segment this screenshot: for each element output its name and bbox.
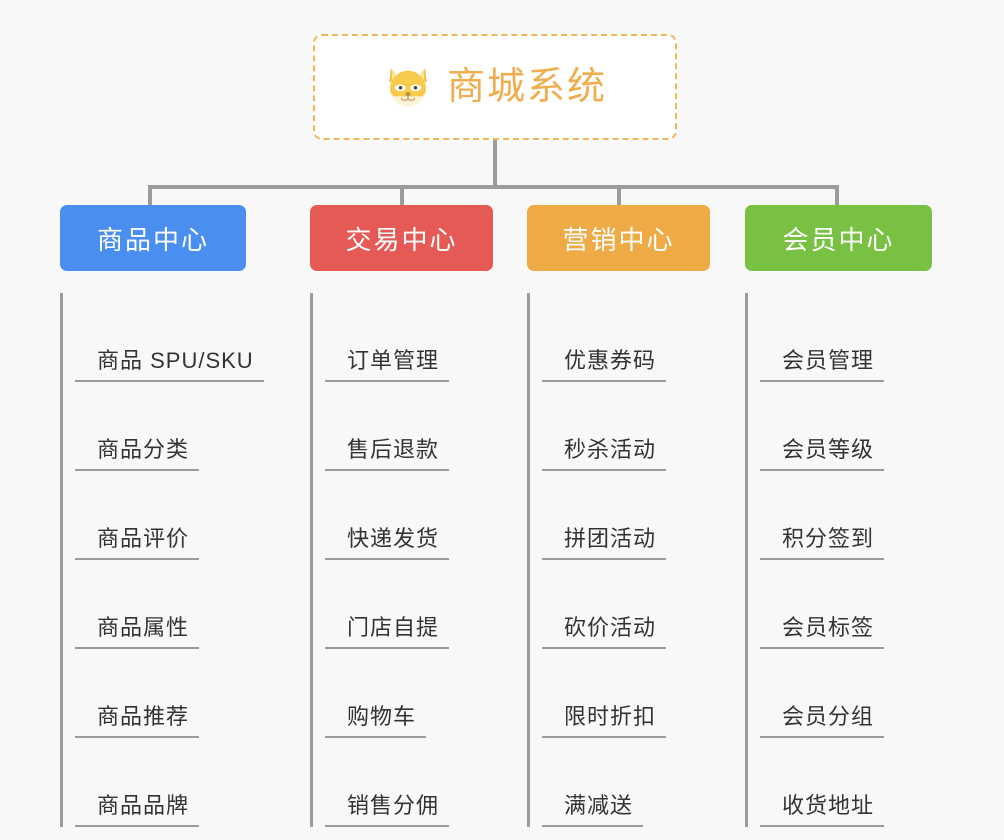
column-header-trade-center[interactable]: 交易中心 [310,205,493,271]
leaf-label: 商品品牌 [75,793,200,827]
leaf-label: 商品 SPU/SKU [75,348,264,382]
list-item[interactable]: 限时折扣 [542,649,710,738]
leaf-label: 砍价活动 [542,615,667,649]
column-header-label: 会员中心 [782,224,895,255]
list-item[interactable]: 商品评价 [75,471,246,560]
list-item[interactable]: 会员管理 [760,293,932,382]
connector-drop-column-1 [148,185,152,207]
column-header-product-center[interactable]: 商品中心 [60,205,246,271]
list-item[interactable]: 会员等级 [760,382,932,471]
column-header-label: 营销中心 [562,224,675,255]
list-item[interactable]: 商品 SPU/SKU [75,293,264,382]
leaf-label: 秒杀活动 [542,437,667,471]
list-item[interactable]: 购物车 [325,649,493,738]
list-item[interactable]: 售后退款 [325,382,493,471]
column-header-marketing-center[interactable]: 营销中心 [527,205,710,271]
list-item[interactable]: 秒杀活动 [542,382,710,471]
list-item[interactable]: 商品分类 [75,382,246,471]
leaf-label: 收货地址 [760,793,885,827]
column-trade-center: 交易中心 订单管理 售后退款 快递发货 门店自提 购物车 销售分佣 [310,205,493,827]
leaf-label: 优惠券码 [542,348,667,382]
leaf-label: 售后退款 [325,437,450,471]
column-member-center: 会员中心 会员管理 会员等级 积分签到 会员标签 会员分组 收货地址 [745,205,932,827]
connector-drop-column-3 [617,185,621,207]
list-item[interactable]: 优惠券码 [542,293,710,382]
root-node-shop-system[interactable]: 商城系统 [313,34,677,140]
leaf-label: 销售分佣 [325,793,450,827]
leaf-list-member-center: 会员管理 会员等级 积分签到 会员标签 会员分组 收货地址 [745,293,932,827]
leaf-label: 会员标签 [760,615,885,649]
leaf-label: 商品推荐 [75,704,200,738]
connector-drop-column-2 [400,185,404,207]
leaf-label: 商品分类 [75,437,200,471]
connector-drop-column-4 [835,185,839,207]
leaf-label: 满减送 [542,793,644,827]
list-item[interactable]: 收货地址 [760,738,932,827]
column-product-center: 商品中心 商品 SPU/SKU 商品分类 商品评价 商品属性 商品推荐 商品品牌 [60,205,264,827]
list-item[interactable]: 砍价活动 [542,560,710,649]
leaf-label: 订单管理 [325,348,450,382]
list-item[interactable]: 商品品牌 [75,738,246,827]
list-item[interactable]: 销售分佣 [325,738,493,827]
list-item[interactable]: 商品推荐 [75,649,246,738]
list-item[interactable]: 拼团活动 [542,471,710,560]
column-header-label: 商品中心 [96,224,209,255]
leaf-label: 会员分组 [760,704,885,738]
leaf-list-trade-center: 订单管理 售后退款 快递发货 门店自提 购物车 销售分佣 [310,293,493,827]
list-item[interactable]: 订单管理 [325,293,493,382]
leaf-list-marketing-center: 优惠券码 秒杀活动 拼团活动 砍价活动 限时折扣 满减送 [527,293,710,827]
list-item[interactable]: 积分签到 [760,471,932,560]
leaf-label: 购物车 [325,704,427,738]
column-marketing-center: 营销中心 优惠券码 秒杀活动 拼团活动 砍价活动 限时折扣 满减送 [527,205,710,827]
column-header-member-center[interactable]: 会员中心 [745,205,932,271]
list-item[interactable]: 快递发货 [325,471,493,560]
list-item[interactable]: 商品属性 [75,560,246,649]
column-header-label: 交易中心 [345,224,458,255]
leaf-label: 限时折扣 [542,704,667,738]
leaf-label: 积分签到 [760,526,885,560]
list-item[interactable]: 会员分组 [760,649,932,738]
leaf-label: 快递发货 [325,526,450,560]
connector-root-stem [493,140,497,187]
shiba-dog-emoji-icon [389,68,427,107]
list-item[interactable]: 门店自提 [325,560,493,649]
leaf-label: 商品属性 [75,615,200,649]
root-node-title: 商城系统 [446,66,607,108]
leaf-label: 会员等级 [760,437,885,471]
leaf-list-product-center: 商品 SPU/SKU 商品分类 商品评价 商品属性 商品推荐 商品品牌 [60,293,264,827]
leaf-label: 门店自提 [325,615,450,649]
leaf-label: 拼团活动 [542,526,667,560]
connector-horizontal-bus [150,185,839,189]
list-item[interactable]: 满减送 [542,738,710,827]
leaf-label: 会员管理 [760,348,885,382]
list-item[interactable]: 会员标签 [760,560,932,649]
leaf-label: 商品评价 [75,526,200,560]
